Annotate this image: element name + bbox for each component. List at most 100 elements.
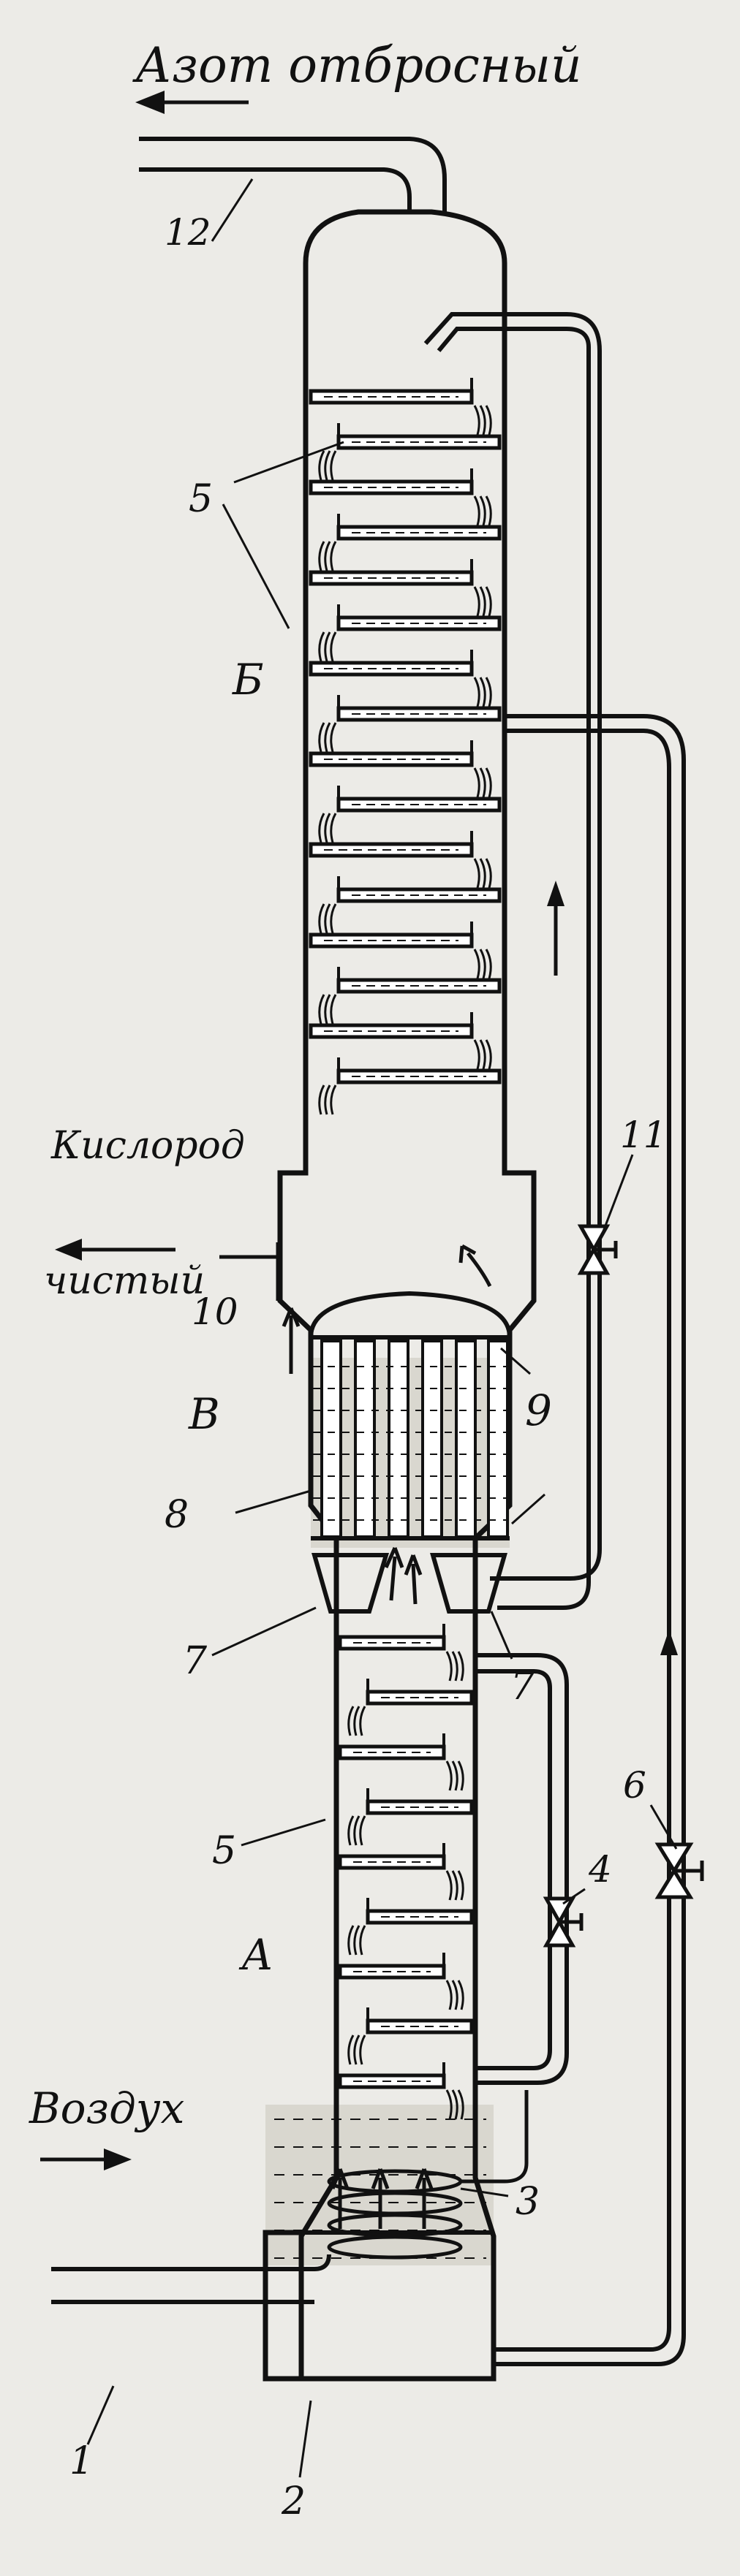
upper-tray-flow-11-1 [473, 858, 480, 889]
lower-tray-flow-4-2 [353, 1815, 360, 1846]
lower-tray-flow-9-1 [445, 2089, 453, 2120]
oxygen-arrowhead [55, 1239, 82, 1261]
upper-tray-flow-10-2 [324, 813, 331, 843]
condenser-tube-2 [354, 1340, 376, 1538]
lower-pipe-inner [475, 1669, 552, 2070]
label-3: 3 [516, 2180, 540, 2224]
lower-tray-8 [366, 2018, 474, 2034]
lower-tray-5 [338, 1854, 446, 1870]
label-1: 1 [69, 2439, 94, 2483]
upper-tray-flow-6-3 [318, 631, 325, 662]
label-5-bottom: 5 [212, 1829, 236, 1873]
label-10: 10 [192, 1291, 238, 1333]
upper-tray-flow-5-3 [485, 586, 492, 617]
upper-tray-flow-16-2 [324, 1084, 331, 1115]
upper-tray-flow-15-2 [479, 1039, 486, 1070]
label-7-right: 7 [510, 1665, 535, 1709]
label-oxygen-2: чистый [44, 1259, 205, 1303]
lower-tray-6 [366, 1909, 474, 1925]
lower-tray-flow-2-3 [347, 1706, 355, 1736]
upper-tray-flow-5-1 [473, 586, 480, 617]
label-9: 9 [525, 1386, 552, 1435]
lower-tray-flow-3-3 [457, 1760, 464, 1791]
condenser-dome [309, 1291, 512, 1338]
lower-tray-flow-6-1 [359, 1925, 366, 1956]
coil-3 [274, 2090, 529, 2260]
label-4: 4 [588, 1848, 612, 1891]
vapor-arrows-mid [282, 1244, 492, 1605]
upper-tray-flow-2-3 [318, 450, 325, 481]
upper-tray-flow-2-2 [324, 450, 331, 481]
upper-tray-flow-15-3 [485, 1039, 492, 1070]
label-nitrogen-waste: Азот отбросный [132, 37, 582, 94]
label-12: 12 [165, 211, 211, 254]
label-6: 6 [623, 1764, 646, 1806]
upper-tray-flow-4-3 [318, 541, 325, 571]
lower-tray-3 [338, 1744, 446, 1760]
reflux-up-arrowhead [547, 881, 565, 906]
lower-tray-flow-9-3 [457, 2089, 464, 2120]
still-to-top-pipe-inner [494, 729, 671, 2352]
nitrogen-outlet-pipe-inner [139, 167, 412, 213]
lower-pipe-outer [475, 1653, 569, 2085]
lower-tray-flow-3-2 [451, 1760, 458, 1791]
label-5-top: 5 [189, 477, 213, 521]
valve-6 [654, 1842, 704, 1899]
lower-tray-flow-7-2 [451, 1980, 458, 2010]
upper-tray-flow-11-3 [485, 858, 492, 889]
valve-11 [577, 1224, 618, 1275]
upper-tray-flow-3-2 [479, 495, 486, 526]
lower-tray-flow-4-1 [359, 1815, 366, 1846]
upper-trays [309, 378, 502, 1115]
lower-tray-flow-1-3 [457, 1651, 464, 1682]
upper-tray-flow-6-2 [324, 631, 331, 662]
trough-right [430, 1553, 507, 1614]
upper-tray-flow-6-1 [330, 631, 337, 662]
upper-tray-flow-12-1 [330, 903, 337, 934]
lower-tray-flow-6-3 [347, 1925, 355, 1956]
valve-4 [543, 1896, 584, 1948]
lower-tray-flow-8-1 [359, 2034, 366, 2065]
label-section-b: Б [232, 655, 264, 704]
lower-trays [338, 1624, 474, 2120]
upper-tray-flow-1-2 [479, 405, 486, 436]
label-section-a: А [238, 1930, 273, 1980]
air-inlet-pipe-top [51, 2254, 331, 2271]
label-air: Воздух [29, 2083, 184, 2133]
condenser-tube-3 [388, 1340, 409, 1538]
lower-tray-flow-5-2 [451, 1870, 458, 1901]
lower-tray-flow-7-3 [457, 1980, 464, 2010]
upper-tray-flow-9-3 [485, 767, 492, 798]
upper-tray-flow-12-2 [324, 903, 331, 934]
condenser-tube-6 [487, 1340, 509, 1538]
upper-tray-flow-8-3 [318, 722, 325, 753]
condenser-tube-5 [455, 1340, 477, 1538]
upper-tray-flow-14-1 [330, 994, 337, 1025]
lower-tray-flow-5-1 [445, 1870, 453, 1901]
condenser-tubes [313, 1340, 509, 1538]
upper-tray-flow-7-1 [473, 677, 480, 707]
upper-tray-flow-8-2 [324, 722, 331, 753]
nitrogen-arrowhead [135, 91, 165, 114]
vapor-arrows-still [331, 2168, 434, 2229]
lower-tray-4 [366, 1799, 474, 1815]
reflux-pipe-inner [437, 327, 591, 1610]
still-to-top-pipe-outer [494, 714, 686, 2366]
lower-tray-flow-3-1 [445, 1760, 453, 1791]
leader-lines [86, 178, 678, 2478]
upper-tray-flow-2-1 [330, 450, 337, 481]
upper-tray-flow-11-2 [479, 858, 486, 889]
upper-tray-flow-7-3 [485, 677, 492, 707]
upper-tray-flow-14-2 [324, 994, 331, 1025]
label-section-v: В [188, 1389, 220, 1439]
air-arrowhead [104, 2148, 132, 2170]
upper-tray-flow-10-1 [330, 813, 337, 843]
column-shell [263, 209, 537, 2382]
upper-tray-flow-3-3 [485, 495, 492, 526]
lower-tray-flow-7-1 [445, 1980, 453, 2010]
upper-tray-flow-4-1 [330, 541, 337, 571]
lower-tray-flow-8-3 [347, 2034, 355, 2065]
upper-tray-flow-1-1 [473, 405, 480, 436]
